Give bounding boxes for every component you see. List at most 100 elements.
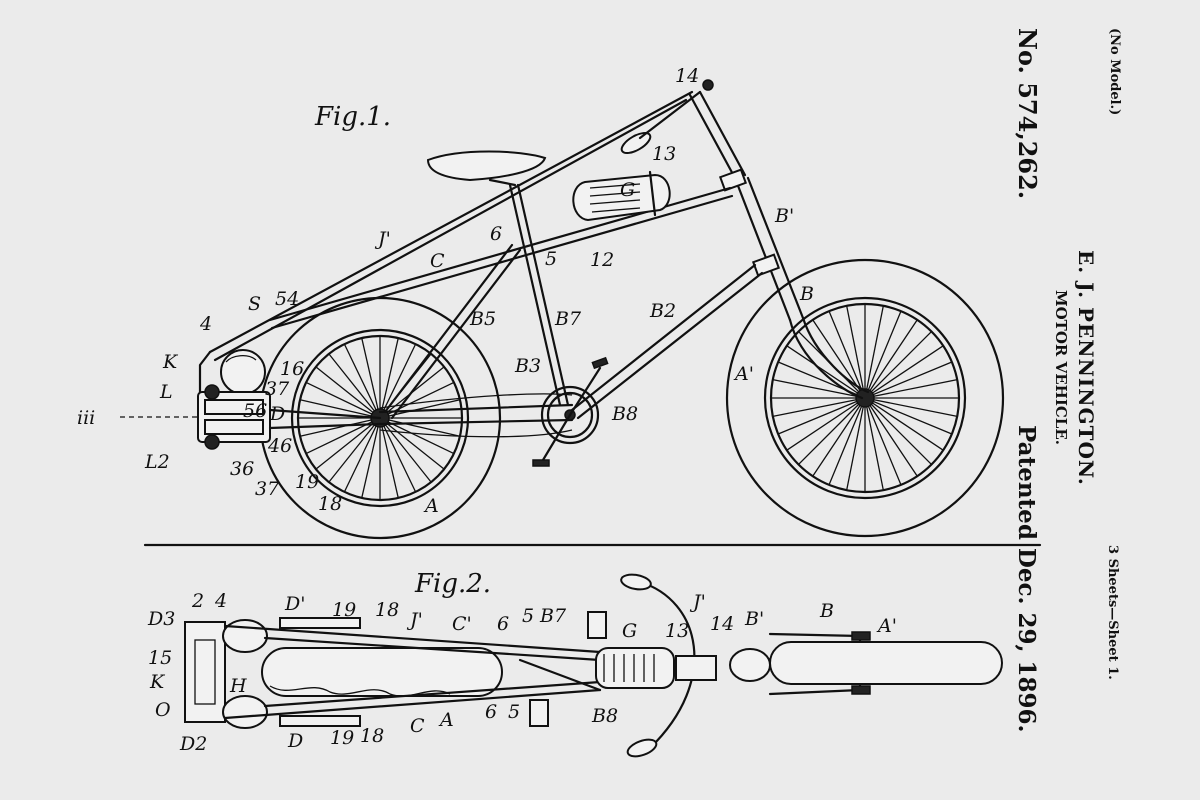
wheel-spoke [864, 319, 918, 399]
lbl1-B2: B2 [649, 300, 676, 322]
wheel-spoke [864, 331, 932, 399]
wheel-spoke [864, 397, 958, 417]
lbl2-G: G [622, 620, 637, 642]
lbl1-S: S [248, 293, 261, 315]
lbl1-C: C [430, 250, 445, 272]
lbl1-37b: 37 [255, 478, 280, 500]
lbl1-16: 16 [280, 358, 304, 380]
lbl1-12: 12 [590, 249, 614, 271]
handlebar-top [638, 580, 696, 750]
lbl1-iii: iii [77, 407, 95, 429]
lbl2-D1: D' [284, 593, 305, 615]
inventor-name: E. J. PENNINGTON. [1074, 250, 1098, 486]
wheel-spoke [864, 397, 932, 465]
wheel-spoke [305, 381, 381, 419]
wheel-spoke [777, 397, 866, 435]
lbl2-6a: 6 [497, 613, 509, 635]
lbl1-18: 18 [318, 493, 342, 515]
lbl1-A1: A' [733, 363, 754, 385]
lbl2-K: K [149, 671, 166, 693]
lbl1-A: A [423, 495, 439, 517]
lbl2-O: O [155, 699, 171, 721]
lbl2-2: 2 [191, 590, 204, 612]
lbl1-19: 19 [295, 471, 319, 493]
no-model-text: (No Model.) [1107, 28, 1122, 116]
wheel-spoke [379, 417, 461, 437]
fig1-title: Fig.1. [314, 102, 391, 132]
lbl2-19b: 19 [330, 727, 354, 749]
lbl2-14: 14 [710, 613, 734, 635]
wheel-spoke [379, 343, 417, 419]
lbl1-14: 14 [675, 65, 699, 87]
wheel-spoke [361, 417, 381, 499]
wheel-spoke [328, 353, 381, 419]
lbl1-56: 56 [243, 400, 267, 422]
lbl1-5: 5 [545, 248, 557, 270]
lbl2-18b: 18 [360, 725, 384, 747]
lbl2-H: H [229, 675, 247, 697]
bicycle-frame [208, 79, 870, 467]
wheel-spoke [379, 337, 399, 419]
wheel-spoke [379, 417, 445, 470]
fig1-side-view: Fig.1. [77, 65, 1042, 547]
lbl1-B8: B8 [611, 403, 638, 425]
wheel-spoke [864, 345, 944, 399]
wheel-spoke [846, 305, 866, 399]
lbl2-6b: 6 [485, 701, 497, 723]
lbl1-D: D [269, 403, 285, 425]
wheel-spoke [864, 397, 884, 491]
lbl1-B3: B3 [514, 355, 541, 377]
front-tire-top [769, 641, 1003, 685]
patent-number: No. 574,262. [1013, 28, 1042, 200]
lbl2-B7: B7 [539, 605, 567, 627]
wheel-spoke [846, 397, 866, 491]
wheel-spoke [772, 379, 866, 399]
lbl2-A1: A' [876, 615, 897, 637]
lbl2-J1: J' [406, 609, 423, 631]
wheel-spoke [361, 337, 381, 419]
lbl2-4: 4 [214, 590, 227, 612]
wheel-spoke [864, 361, 953, 399]
wheel-spoke [798, 397, 866, 465]
wheel-spoke [379, 417, 399, 499]
rear-tire-top [261, 647, 503, 697]
wheel-spoke [315, 417, 381, 470]
lbl1-36: 36 [230, 458, 254, 480]
wheel-spoke [343, 343, 381, 419]
lbl2-C1: C' [452, 613, 472, 635]
patent-date: Patented Dec. 29, 1896. [1013, 425, 1040, 733]
fuel-tank [572, 170, 671, 222]
lbl1-37a: 37 [265, 378, 290, 400]
fig2-title: Fig.2. [414, 569, 491, 599]
lbl1-J1: J' [374, 228, 391, 250]
wheel-spoke [786, 397, 866, 451]
lbl2-19a: 19 [332, 599, 356, 621]
rear-frame-block [184, 621, 226, 723]
wheel-spoke [379, 417, 432, 483]
lbl1-G: G [620, 179, 635, 201]
lbl2-B: B [819, 600, 834, 622]
lbl1-46: 46 [267, 435, 292, 457]
lbl1-13: 13 [652, 143, 676, 165]
lbl1-L2: L2 [144, 451, 170, 473]
lbl2-13: 13 [665, 620, 689, 642]
wheel-spoke [812, 397, 866, 477]
lbl1-4: 4 [199, 313, 212, 335]
rear-motor [120, 349, 382, 450]
lbl2-15: 15 [148, 647, 172, 669]
wheel-spoke [864, 379, 958, 399]
wheel-spoke [772, 397, 866, 417]
wheel-spoke [828, 310, 866, 399]
lbl1-54: 54 [275, 288, 299, 310]
rear-wheel [258, 296, 502, 540]
lbl2-5a: 5 [522, 605, 534, 627]
sheet-count: 3 Sheets—Sheet 1. [1105, 545, 1120, 680]
front-wheel [725, 258, 1005, 538]
wheel-spoke [864, 397, 953, 435]
wheel-spoke [864, 397, 944, 451]
lbl2-J1b: J' [689, 591, 706, 613]
lbl1-K: K [162, 351, 179, 373]
lbl2-18a: 18 [375, 599, 399, 621]
